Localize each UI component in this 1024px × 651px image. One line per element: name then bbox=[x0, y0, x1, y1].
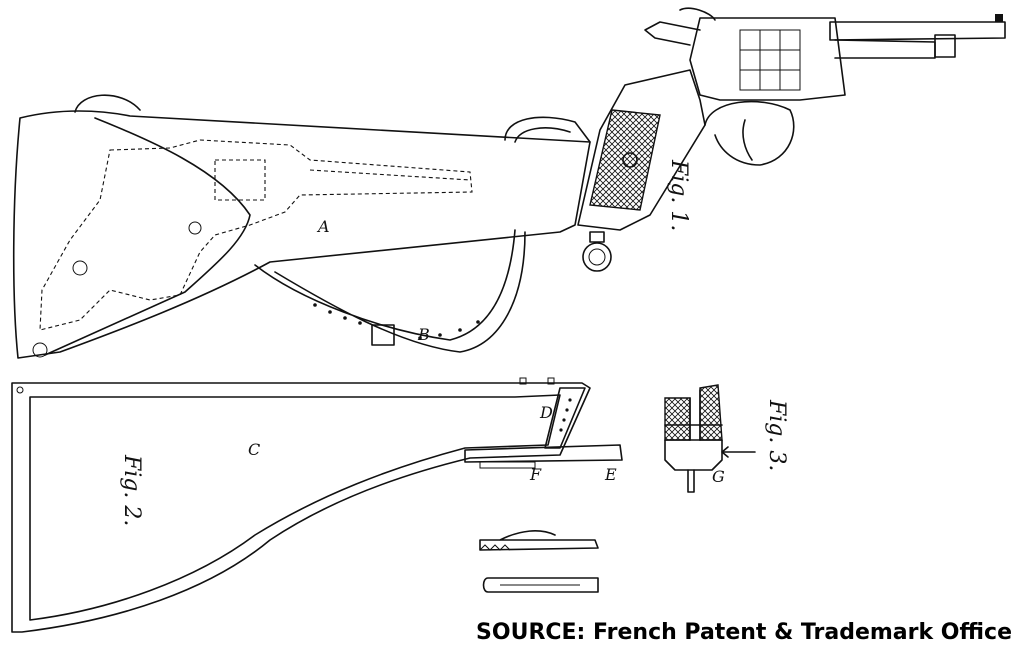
top-strap-loop bbox=[74, 94, 141, 113]
strap-buckle bbox=[371, 324, 395, 346]
holster-flap bbox=[44, 117, 251, 356]
revolver-cylinder bbox=[739, 29, 801, 91]
fig1-assembly: A B Fig. 1. bbox=[12, 7, 1006, 359]
fig2-label: Fig. 2. bbox=[119, 454, 144, 526]
fig2-letter-e: E bbox=[604, 465, 617, 484]
holster-stock-body bbox=[12, 110, 591, 359]
fig2-letter-d: D bbox=[539, 403, 553, 422]
slotted-bar-part bbox=[482, 577, 599, 593]
detail-parts bbox=[479, 530, 599, 593]
fig1-letter-a: A bbox=[316, 217, 330, 236]
revolver-barrel bbox=[829, 21, 1006, 41]
fig2-letter-f: F bbox=[529, 465, 542, 484]
section-right bbox=[699, 384, 723, 441]
grip-strap-loop bbox=[504, 116, 591, 143]
revolver-frame bbox=[689, 17, 846, 101]
revolver-hammer bbox=[644, 7, 716, 46]
fig1-label: Fig. 1. bbox=[666, 159, 691, 231]
revolver-grip bbox=[577, 69, 706, 231]
hidden-revolver-outline bbox=[39, 139, 473, 331]
grip-screw bbox=[622, 152, 638, 168]
front-sight bbox=[995, 14, 1003, 22]
section-arrow bbox=[721, 446, 756, 458]
latch-spring-part bbox=[479, 530, 599, 551]
fig2-letter-c: C bbox=[248, 440, 260, 459]
fig3-section: G Fig. 3. bbox=[664, 384, 789, 493]
source-caption: SOURCE: French Patent & Trademark Office bbox=[472, 618, 1016, 647]
fig2-stock-frame: C D E F Fig. 2. bbox=[11, 377, 623, 633]
stock-frame-outline bbox=[11, 382, 591, 633]
fig3-label: Fig. 3. bbox=[764, 399, 789, 471]
section-pin bbox=[687, 469, 695, 493]
section-body bbox=[664, 439, 723, 471]
clamp-arm bbox=[464, 444, 623, 463]
trigger bbox=[742, 119, 753, 161]
stock-frame-inner bbox=[29, 394, 561, 621]
fig1-letter-b: B bbox=[417, 325, 430, 344]
lanyard-ring bbox=[582, 242, 612, 272]
sling-strap bbox=[254, 229, 526, 353]
fig3-letter-g: G bbox=[712, 467, 725, 486]
hinge-plate bbox=[544, 387, 586, 449]
grip-checkering bbox=[589, 109, 661, 211]
trigger-guard bbox=[704, 100, 795, 166]
section-left bbox=[664, 397, 691, 441]
